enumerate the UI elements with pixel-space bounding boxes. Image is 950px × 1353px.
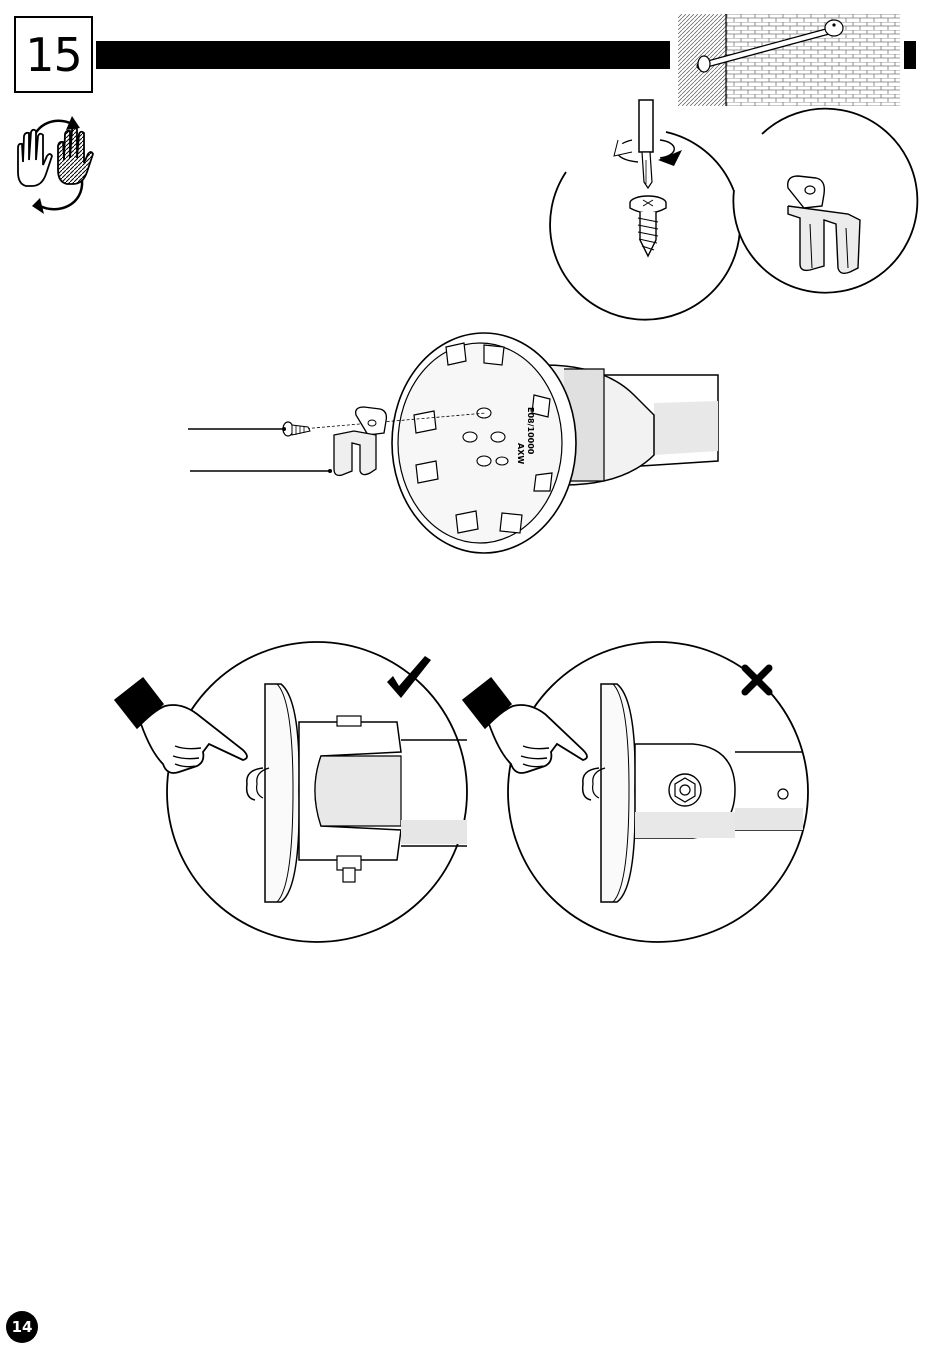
header-bar-end [904, 41, 916, 69]
brand-stamp: AXW [516, 443, 525, 464]
page-number: 14 [12, 1318, 33, 1336]
header-bar [96, 41, 670, 69]
main-assembly-illustration: E08/10000 AXW [184, 325, 724, 565]
correct-orientation-circle [105, 640, 475, 945]
step-number-box: 15 [14, 16, 93, 93]
step-number: 15 [25, 32, 82, 78]
bracket-detail-circle [728, 128, 918, 324]
two-person-rotate-icon [10, 110, 105, 220]
incorrect-orientation-circle [453, 640, 823, 945]
screw-detail-circle [548, 100, 748, 322]
wall-overview-illustration [678, 14, 900, 106]
product-code-stamp: E08/10000 [526, 407, 535, 455]
page-number-badge: 14 [6, 1311, 38, 1343]
